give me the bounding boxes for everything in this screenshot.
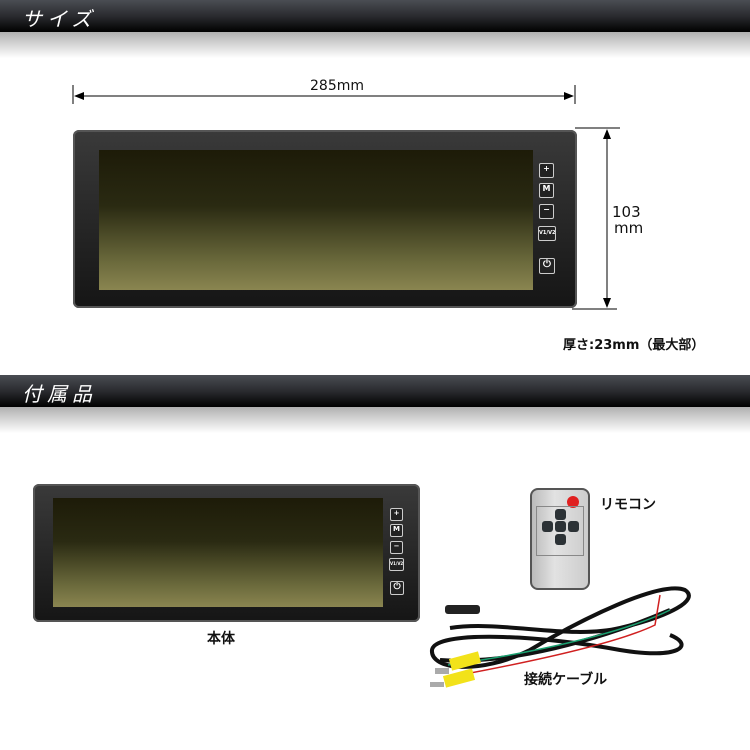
remote-control-image [530, 488, 590, 590]
cable-image [430, 586, 691, 688]
power-button-icon: ⏻ [539, 258, 555, 274]
monitor-screen [53, 498, 383, 607]
cable-label: 接続ケーブル [524, 672, 608, 688]
width-label: 285mm [310, 78, 364, 94]
remote-power-icon [567, 496, 579, 508]
section-title: サイズ [22, 7, 97, 31]
dimension-lines [72, 85, 620, 310]
monitor-image-small: + M − V1/V2 ⏻ [33, 484, 420, 622]
minus-button-icon: − [390, 541, 403, 554]
header-shadow [0, 32, 750, 58]
monitor-image-large: + M − V1/V2 ⏻ [73, 130, 577, 308]
menu-button-icon: M [539, 183, 554, 198]
height-value: 103 [612, 203, 641, 221]
height-unit: mm [614, 219, 644, 237]
main-unit-label: 本体 [207, 631, 235, 647]
section-header-accessories: 付属品 [0, 375, 750, 407]
header-shadow [0, 407, 750, 433]
section-title: 付属品 [22, 382, 97, 406]
plus-button-icon: + [390, 508, 403, 521]
minus-button-icon: − [539, 204, 554, 219]
section-header-size: サイズ [0, 0, 750, 32]
thickness-label: 厚さ:23mm（最大部） [563, 338, 705, 353]
remote-label: リモコン [600, 497, 656, 513]
power-button-icon: ⏻ [390, 581, 404, 595]
source-button-icon: V1/V2 [538, 226, 556, 241]
remote-panel [536, 506, 584, 556]
plus-button-icon: + [539, 163, 554, 178]
menu-button-icon: M [390, 524, 403, 537]
monitor-screen [99, 150, 533, 290]
source-button-icon: V1/V2 [389, 558, 404, 571]
